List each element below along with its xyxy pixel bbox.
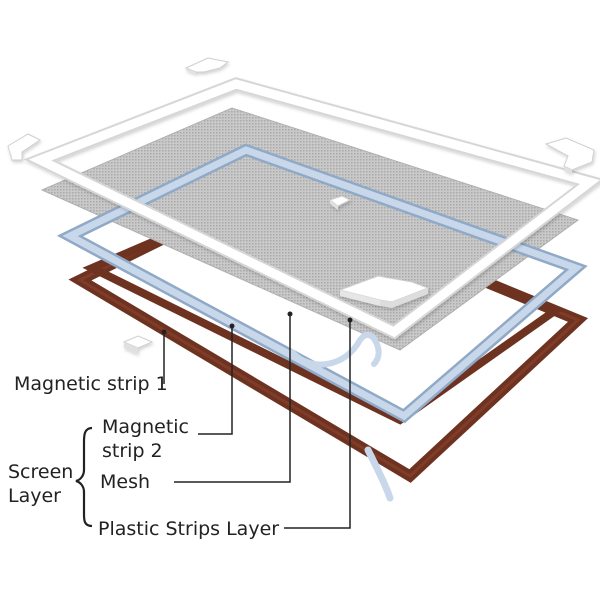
leader-dot-magnetic-strip-1 <box>161 329 167 335</box>
corner-connector-right <box>544 137 595 174</box>
plastic-strips-frame <box>23 77 600 340</box>
corner-connector-top-left <box>7 133 41 161</box>
mesh-layer <box>40 107 580 351</box>
screen-layer-brace <box>75 426 93 528</box>
small-clip-center <box>328 195 352 210</box>
small-clip-lower-left <box>122 335 154 354</box>
label-screen-layer-line2: Layer <box>8 485 61 507</box>
label-magnetic-strip-2-line1: Magnetic <box>102 416 189 438</box>
corner-connector-large <box>338 275 430 308</box>
leader-line-magnetic-strip-2 <box>198 326 233 435</box>
label-mesh: Mesh <box>100 471 150 493</box>
leader-dots <box>161 311 353 335</box>
label-magnetic-strip-1: Magnetic strip 1 <box>14 373 168 395</box>
peeling-tape <box>289 332 394 502</box>
corner-connectors <box>7 57 595 354</box>
label-plastic-strips-layer: Plastic Strips Layer <box>98 518 279 540</box>
label-screen-layer-line1: Screen <box>8 461 73 483</box>
leader-line-mesh <box>174 314 291 483</box>
leader-dot-plastic-strips <box>347 317 353 323</box>
label-magnetic-strip-2-line2: strip 2 <box>102 440 163 462</box>
leader-dot-magnetic-strip-2 <box>229 323 235 329</box>
leader-line-plastic-strips <box>284 320 351 529</box>
corner-connector-top <box>184 57 230 74</box>
leader-lines <box>163 314 351 529</box>
leader-dot-mesh <box>287 311 293 317</box>
